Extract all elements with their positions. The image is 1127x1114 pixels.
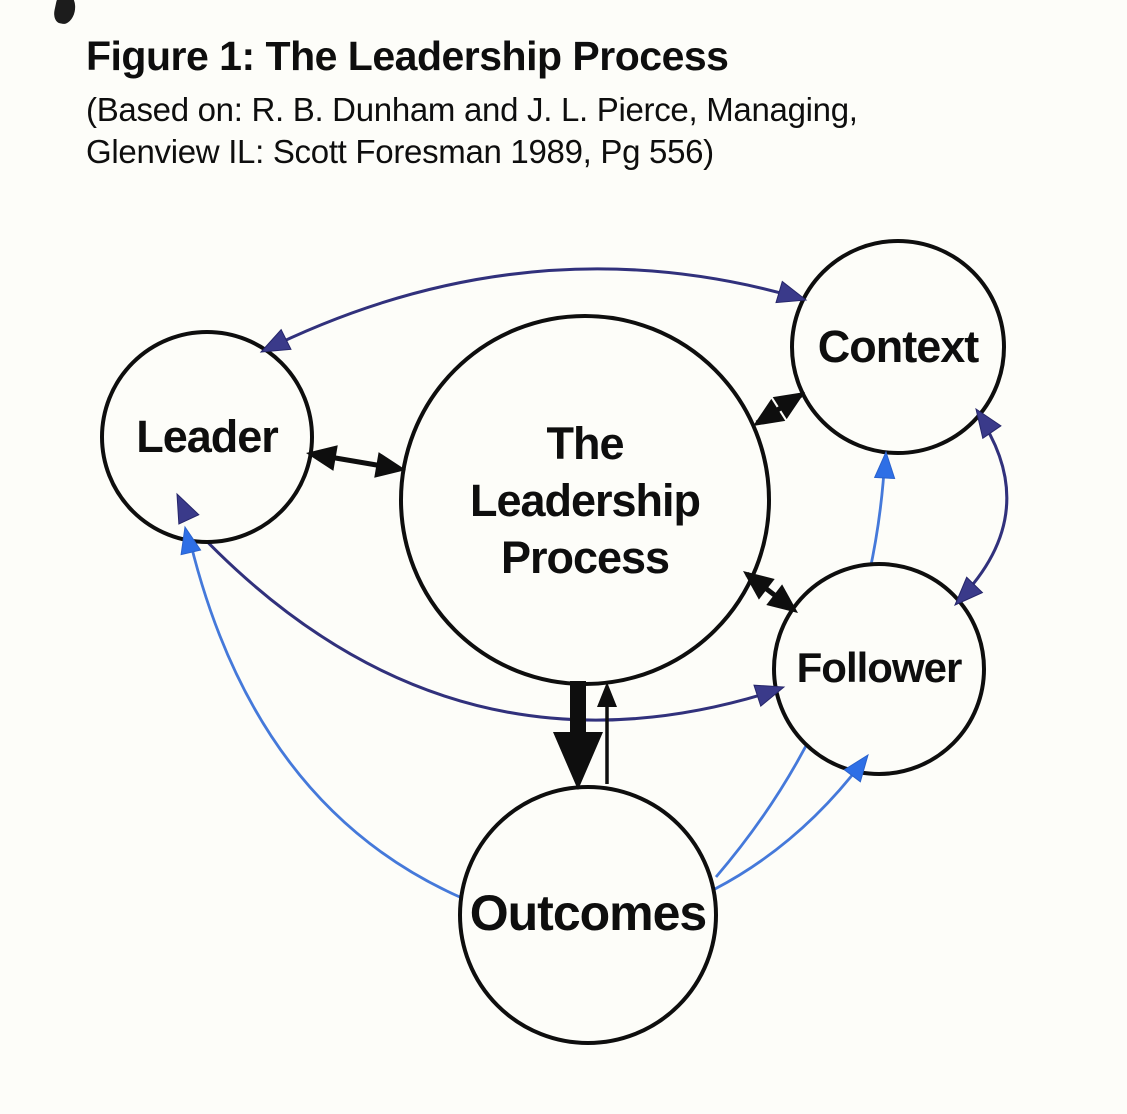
edge-process-outcomes-thick-arrow xyxy=(553,681,603,790)
edge-leader-context-arc xyxy=(260,267,807,354)
arrowhead-into-follower-topright xyxy=(954,576,984,606)
arrowhead-into-leader-right xyxy=(306,445,338,471)
node-follower-label: Follower xyxy=(797,644,962,691)
node-outcomes-label: Outcomes xyxy=(470,885,707,941)
figure-title-block: Figure 1: The Leadership Process (Based … xyxy=(86,33,858,174)
figure-citation-line-2: Glenview IL: Scott Foresman 1989, Pg 556… xyxy=(86,133,714,171)
node-context-circle xyxy=(790,239,1006,455)
node-outcomes-circle xyxy=(458,785,718,1045)
node-process-label-line-1: The xyxy=(546,418,623,469)
node-context-label: Context xyxy=(818,321,980,372)
edge-context-follower-arc xyxy=(956,412,1009,603)
edge-leader-follower-arc xyxy=(180,513,781,722)
arrowhead-into-process-bottomright xyxy=(743,571,775,600)
node-process-label-line-2: Leadership xyxy=(470,475,700,526)
arrowhead-into-follower-bottom xyxy=(843,753,869,783)
arrowhead-into-process-left xyxy=(374,452,406,478)
arrowhead-into-context-bottom xyxy=(873,450,896,480)
arrowhead-into-context-bottomleft xyxy=(772,392,805,420)
figure-citation-line-1: (Based on: R. B. Dunham and J. L. Pierce… xyxy=(86,91,858,129)
edge-outcomes-follower-arc xyxy=(712,759,866,892)
node-leader-label: Leader xyxy=(136,411,278,462)
figure-title: Figure 1: The Leadership Process xyxy=(86,33,729,79)
edge-outcomes-leader-arc xyxy=(185,527,463,900)
arrowhead-into-leader-bottom xyxy=(176,492,200,525)
node-process-label-line-3: Process xyxy=(501,532,669,583)
node-leader-circle xyxy=(100,330,314,544)
arrowhead-into-leader-bottom-blue xyxy=(180,525,202,556)
arrowhead-into-leader-top xyxy=(259,328,292,353)
arrowhead-into-context-left xyxy=(775,280,808,304)
node-follower-circle xyxy=(772,562,986,776)
arrowhead-into-follower-topleft xyxy=(766,584,798,613)
arrowhead-into-follower-left xyxy=(753,684,786,707)
arrowhead-into-context-bottomright xyxy=(975,407,1002,440)
arrowhead-into-process-bottom xyxy=(597,682,617,707)
arrowhead-into-process-topright xyxy=(753,398,786,426)
